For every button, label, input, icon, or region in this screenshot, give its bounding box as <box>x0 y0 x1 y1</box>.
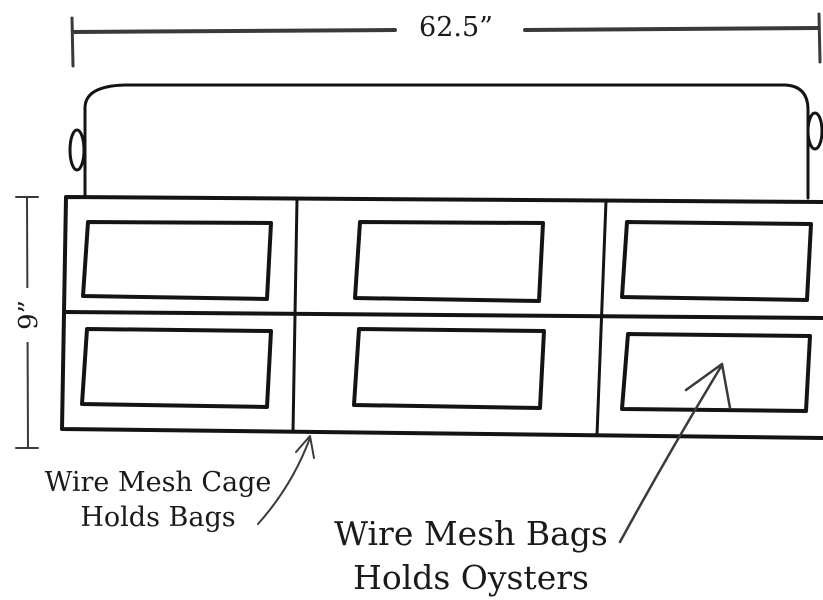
wire-mesh-bags <box>80 220 813 413</box>
width-dimension-tick-left <box>70 16 75 68</box>
height-dimension-label: 9” <box>14 288 44 342</box>
annotation-arrows <box>257 362 732 544</box>
bags-annotation: Wire Mesh Bags Holds Oysters <box>326 512 616 600</box>
cage-annotation: Wire Mesh Cage Holds Bags <box>40 465 276 535</box>
bag-pointer-arrow <box>618 363 724 544</box>
cage-annotation-line-1: Wire Mesh Cage <box>44 467 272 498</box>
float-cylinder-outline <box>83 83 810 200</box>
bags-annotation-line-2: Holds Oysters <box>353 558 589 597</box>
width-dimension-tick-right <box>817 12 822 64</box>
width-dimension-label: 62.5” <box>400 14 512 41</box>
mesh-bag-bottom-middle <box>352 327 546 410</box>
mesh-bag-top-right <box>620 220 813 302</box>
width-dimension <box>70 12 822 68</box>
width-dimension-line-left <box>72 28 397 34</box>
width-dimension-line-right <box>523 26 820 32</box>
float-cap-left <box>68 128 86 172</box>
float-cap-right <box>806 111 823 151</box>
float-cylinder <box>68 83 823 200</box>
cage-middle-divider <box>62 310 823 320</box>
mesh-bag-bottom-right <box>620 332 812 413</box>
cage-pointer-arrowhead <box>295 435 315 459</box>
cage-column-divider-2 <box>595 199 608 437</box>
cage-annotation-line-2: Holds Bags <box>80 502 236 533</box>
bags-annotation-line-1: Wire Mesh Bags <box>334 514 608 553</box>
cage-column-divider-1 <box>291 197 299 434</box>
bag-pointer-arrowhead <box>684 362 732 410</box>
mesh-bag-top-left <box>81 220 273 301</box>
cage-pointer-arrow <box>257 437 311 525</box>
mesh-bag-bottom-left <box>80 327 273 409</box>
wire-mesh-cage <box>60 195 823 440</box>
mesh-bag-top-middle <box>353 220 545 303</box>
